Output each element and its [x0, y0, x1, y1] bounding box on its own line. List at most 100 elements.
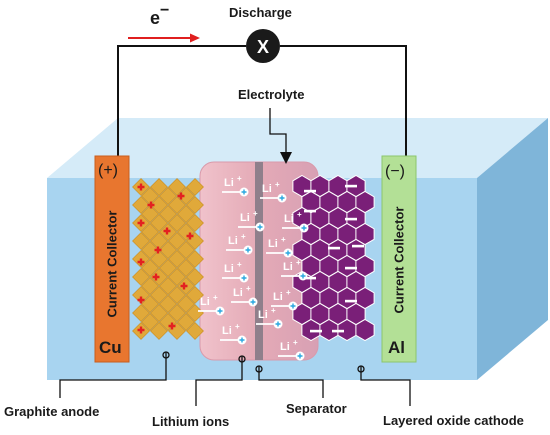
external-circuit: X — [117, 29, 407, 160]
li-ion-charge-mark — [290, 303, 296, 309]
graphite-particle — [177, 259, 195, 277]
anode-current-collector — [94, 155, 130, 363]
electrolyte-callout-arrow — [280, 152, 292, 164]
li-ion-charge-text: + — [213, 293, 218, 302]
anode-positive-charge — [137, 258, 145, 266]
li-ion-charge-text: + — [237, 174, 242, 183]
anode-positive-charge — [177, 192, 185, 200]
graphite-particle — [168, 232, 186, 250]
graphite-particle — [141, 223, 159, 241]
lithium-callout-end — [238, 355, 246, 363]
cathode-negative-charge — [304, 189, 316, 193]
graphite-particle — [186, 250, 204, 268]
anode-metal-label: Cu — [99, 338, 122, 357]
li-ion-charge-mark — [297, 353, 303, 359]
li-ion-charge-mark — [241, 189, 247, 195]
li-ion-label: Li — [280, 341, 290, 353]
cathode-metal-label: Al — [388, 338, 405, 357]
anode-sign: (+) — [98, 162, 118, 179]
graphite-particle — [186, 286, 204, 304]
graphite-particle — [159, 277, 177, 295]
separator-callout-end — [255, 365, 263, 373]
graphite-particle — [186, 196, 204, 214]
cathode-negative-charge — [332, 329, 344, 333]
graphite-particle — [150, 286, 168, 304]
cathode-negative-charge — [310, 329, 322, 333]
graphite-particle — [150, 196, 168, 214]
anode-positive-charge — [186, 232, 194, 240]
li-ion-label: Li — [240, 212, 250, 224]
graphite-particle — [159, 259, 177, 277]
li-ion-charge-mark — [285, 250, 291, 256]
lithium-ions-label: Lithium ions — [152, 414, 230, 429]
cathode-negative-charge — [345, 217, 357, 221]
cathode-negative-charge — [352, 244, 364, 248]
graphite-particle — [177, 295, 195, 313]
layered-oxide-cathode-lattice — [292, 174, 375, 342]
cathode-negative-charge — [345, 299, 357, 303]
cathode-callout-end — [357, 365, 365, 373]
graphite-particle — [159, 295, 177, 313]
graphite-particle — [177, 313, 195, 331]
callout-lines — [59, 108, 411, 406]
electron-label: e− — [150, 2, 170, 28]
box-side-face — [477, 118, 548, 380]
separator-callout-line — [258, 366, 324, 398]
anode-positive-charge — [137, 183, 145, 191]
anode-positive-charge — [154, 246, 162, 254]
li-ion-charge-text: + — [253, 209, 258, 218]
graphite-particle — [159, 205, 177, 223]
anode-positive-charge — [137, 219, 145, 227]
graphite-particle — [168, 268, 186, 286]
graphite-particle — [141, 313, 159, 331]
lithium-callout-line — [195, 356, 243, 406]
li-ion-charge-text: + — [235, 322, 240, 331]
graphite-particle — [168, 214, 186, 232]
anode-positive-charge — [147, 201, 155, 209]
graphite-particle — [159, 241, 177, 259]
cathode-cell — [355, 318, 375, 342]
graphite-particle — [141, 277, 159, 295]
anode-positive-charge — [152, 273, 160, 281]
li-ion-label: Li — [224, 177, 234, 189]
li-ion-charge-text: + — [246, 284, 251, 293]
li-ion-charge-text: + — [286, 288, 291, 297]
li-ion-charge-text: + — [296, 258, 301, 267]
anode-positive-charge — [137, 326, 145, 334]
graphite-particle — [159, 187, 177, 205]
graphite-particle — [168, 196, 186, 214]
li-ion-charge-mark — [300, 273, 306, 279]
li-ion-charge-mark — [257, 224, 263, 230]
cathode-negative-charge — [304, 209, 316, 213]
cathode-negative-charge — [328, 246, 340, 250]
electron-arrow-head — [190, 33, 200, 43]
current-collectors — [94, 155, 417, 363]
li-ion-label: Li — [224, 263, 234, 275]
graphite-particle — [177, 241, 195, 259]
cathode-label: Layered oxide cathode — [383, 413, 524, 428]
li-ion-label: Li — [228, 235, 238, 247]
electrolyte-callout-line — [269, 108, 287, 158]
li-ion-label: Li — [200, 296, 210, 308]
graphite-particle — [186, 178, 204, 196]
anode-positive-charge — [163, 227, 171, 235]
graphite-particle — [168, 304, 186, 322]
graphite-particle — [186, 268, 204, 286]
cathode-sign: (−) — [385, 163, 405, 180]
li-ion-charge-text: + — [293, 338, 298, 347]
lithium-ions: Li+Li+Li+Li+Li+Li+Li+Li+Li+Li+Li+Li+Li+L… — [198, 174, 309, 361]
graphite-anode-label: Graphite anode — [4, 404, 100, 419]
graphite-particle — [132, 196, 150, 214]
graphite-particle — [177, 205, 195, 223]
li-ion-label: Li — [268, 238, 278, 250]
li-ion-label: Li — [284, 213, 294, 225]
cathode-negative-charge — [304, 276, 316, 280]
li-ion-label: Li — [283, 261, 293, 273]
li-ion-charge-text: + — [241, 232, 246, 241]
li-ion-charge-mark — [275, 321, 281, 327]
graphite-particle — [150, 178, 168, 196]
li-ion-label: Li — [258, 309, 268, 321]
anode-positive-charge — [180, 282, 188, 290]
